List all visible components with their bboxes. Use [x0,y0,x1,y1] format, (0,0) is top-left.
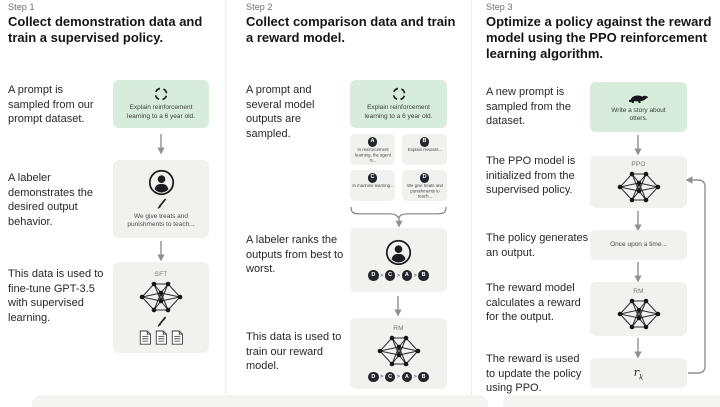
network-icon [616,297,661,331]
demonstration-text: We give treats and punishments to teach.… [127,212,195,228]
prompt-text: Write a story about otters. [611,106,666,122]
rank-item: D [368,270,379,281]
step-3-caption-output: The policy generates an output. [486,232,589,259]
step-2-rm-box: RM D>C>A>B [350,318,447,389]
rank-separator: > [380,272,384,279]
step-2-caption-train: This data is used to train our reward mo… [246,331,342,373]
cutoff-card [503,395,720,407]
rank-separator: > [380,374,384,380]
step-3-prompt-box: Write a story about otters. [590,82,687,132]
rank-item: A [401,371,413,383]
rank-item: A [401,270,413,281]
pencil-icon [156,198,167,210]
column-divider [471,0,472,395]
step-3-caption-prompt: A new prompt is sampled from the dataset… [486,86,571,128]
feedback-loop-arrow-icon [655,168,715,383]
step-3-output-box: Once upon a time... [590,230,687,260]
rank-separator: > [413,272,417,279]
step-1-prompt-box: Explain reinforcement learning to a 6 ye… [113,80,209,128]
output-b: B Explain rewards... [402,134,447,165]
cutoff-card [32,395,488,407]
output-letter: B [419,137,430,147]
rank-item: D [368,371,379,383]
network-icon [616,170,661,204]
down-arrow-icon [633,338,643,360]
step-1-title: Collect demonstration data and train a s… [8,14,203,45]
column-divider [225,0,226,395]
step-3-title: Optimize a policy against the reward mod… [486,14,712,61]
down-arrow-icon [394,217,404,228]
step-2-title: Collect comparison data and train a rewa… [246,14,456,45]
labeler-icon [385,239,412,266]
step-2-labeler-box: D>C>A>B [350,228,447,292]
cycle-icon [391,87,406,102]
pencil-icon [156,316,167,328]
rank-item: C [384,270,396,281]
rank-item: B [418,371,429,383]
model-outputs: A In reinforcement learning, the agent i… [350,134,447,201]
prompt-text: Explain reinforcement learning to a 6 ye… [364,104,433,120]
step-1-caption-finetune: This data is used to fine-tune GPT-3.5 w… [8,268,104,324]
down-arrow-icon [633,262,643,284]
network-icon [376,334,421,368]
step-3-reward-value-box: rk [590,358,687,388]
step-1-labeler-box: We give treats and punishments to teach.… [113,160,209,238]
documents-icon [139,330,184,345]
output-d: D We give treats and punishments to teac… [402,170,447,201]
rank-item: B [418,270,429,281]
rank-separator: > [396,374,401,380]
step-1-caption-labeler: A labeler demonstrates the desired outpu… [8,172,93,228]
generated-output-text: Once upon a time... [610,240,667,248]
step-3-caption-reward: The reward model calculates a reward for… [486,282,581,324]
rank-separator: > [413,374,417,380]
ranking: D>C>A>B [368,270,429,281]
rank-item: C [384,371,396,383]
step-1-sft-box: SFT [113,262,209,353]
step-2-caption-rank: A labeler ranks the outputs from best to… [246,234,344,276]
sft-label: SFT [154,270,168,278]
output-letter: C [367,173,378,183]
step-2-prompt-box: Explain reinforcement learning to a 6 ye… [350,80,447,128]
ppo-label: PPO [631,160,646,168]
output-letter: D [419,173,430,183]
rm-label: RM [393,324,404,332]
step-3-ppo-box: PPO [590,156,687,208]
output-letter: A [367,137,378,147]
output-c: C In machine learning... [350,170,395,201]
step-3-label: Step 3 [486,2,513,12]
output-text: In machine learning... [351,183,394,188]
step-3-rm-box: RM [590,282,687,336]
output-text: We give treats and punishments to teach.… [406,183,443,199]
step-2-label: Step 2 [246,2,273,12]
down-arrow-icon [156,134,166,156]
network-icon [139,280,183,314]
step-2-caption-prompt: A prompt and several model outputs are s… [246,84,315,140]
step-1-caption-prompt: A prompt is sampled from our prompt data… [8,84,94,126]
otter-icon [628,91,649,104]
rm-label: RM [633,287,644,295]
output-a: A In reinforcement learning, the agent i… [350,134,395,165]
rank-separator: > [396,272,401,279]
prompt-text: Explain reinforcement learning to a 6 ye… [127,104,195,120]
cycle-icon [154,87,168,102]
step-3-caption-ppo: The PPO model is initialized from the su… [486,155,576,197]
down-arrow-icon [156,241,166,263]
step-1-label: Step 1 [8,2,35,12]
reward-symbol: rk [633,364,644,382]
step-3-caption-update: The reward is used to update the policy … [486,353,582,395]
down-arrow-icon [633,135,643,157]
ranking: D>C>A>B [368,371,429,383]
labeler-icon [148,169,175,196]
output-text: In reinforcement learning, the agent is.… [354,147,391,163]
output-text: Explain rewards... [407,147,442,152]
down-arrow-icon [393,296,403,318]
